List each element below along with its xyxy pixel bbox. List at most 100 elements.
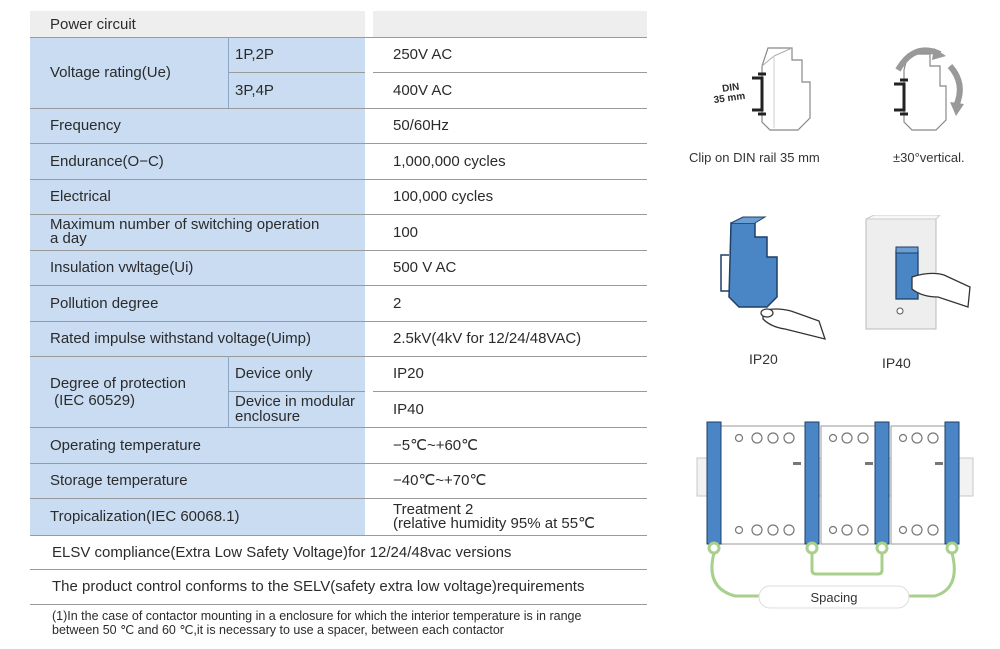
value-label: 1,000,000 cycles — [393, 152, 506, 170]
value-label: 2 — [393, 294, 402, 312]
footnote-line1: (1)In the case of contactor mounting in … — [52, 609, 582, 623]
value-label: 2.5kV(4kV for 12/24/48VAC) — [393, 330, 582, 347]
value-label-line2: (relative humidity 95% at 55℃ — [393, 514, 595, 532]
value-label: 100,000 cycles — [393, 188, 494, 205]
value-operating-temp: −5℃~+60℃ — [373, 427, 647, 463]
value-electrical: 100,000 cycles — [373, 179, 647, 214]
param-column — [30, 37, 365, 535]
sub-label: 1P,2P — [235, 46, 274, 63]
sub-label: Device only — [235, 365, 313, 382]
row-divider — [30, 108, 647, 109]
value-max-switching: 100 — [373, 214, 647, 250]
table-header-value — [373, 11, 647, 37]
param-label: Storage temperature — [50, 472, 188, 489]
row-divider — [373, 72, 647, 73]
elsv-compliance-row: ELSV compliance(Extra Low Safety Voltage… — [30, 535, 647, 569]
spacing-figure: Spacing — [695, 418, 975, 618]
param-label-line1: Degree of protection — [50, 374, 186, 392]
spacing-label: Spacing — [810, 590, 858, 605]
value-label: 400V AC — [393, 81, 453, 99]
row-divider — [30, 569, 647, 570]
ip40-illustration — [865, 214, 971, 330]
value-storage-temp: −40℃~+70℃ — [373, 463, 647, 498]
param-pollution: Pollution degree — [30, 285, 365, 321]
param-label-line1: Maximum number of switching operation — [50, 216, 320, 233]
param-frequency: Frequency — [30, 108, 365, 143]
table-header: Power circuit — [30, 11, 365, 37]
value-impulse: 2.5kV(4kV for 12/24/48VAC) — [373, 321, 647, 356]
param-label: Endurance(O−C) — [50, 152, 164, 170]
param-protection: Degree of protection (IEC 60529) — [30, 356, 228, 427]
param-label: Insulation vwltage(Ui) — [50, 259, 194, 276]
value-insulation: 500 V AC — [373, 250, 647, 285]
value-label: −40℃~+70℃ — [393, 472, 487, 489]
param-voltage-rating: Voltage rating(Ue) — [30, 37, 228, 108]
sub-device-only: Device only — [228, 356, 365, 391]
row-divider — [30, 37, 647, 38]
value-label-line1: Treatment 2 — [393, 500, 474, 518]
param-label-line2: (IEC 60529) — [50, 391, 136, 409]
col-divider — [228, 356, 229, 427]
ip20-caption: IP20 — [749, 351, 778, 367]
tilt-caption: ±30°vertical. — [893, 150, 965, 165]
param-insulation: Insulation vwltage(Ui) — [30, 250, 365, 285]
param-label: Operating temperature — [50, 436, 201, 454]
param-storage-temp: Storage temperature — [30, 463, 365, 498]
value-label: 100 — [393, 223, 419, 241]
value-label: IP40 — [393, 400, 424, 418]
param-label: Electrical — [50, 188, 111, 205]
param-max-switching: Maximum number of switching operation a … — [30, 214, 365, 250]
din-rail-caption: Clip on DIN rail 35 mm — [689, 150, 820, 165]
row-divider — [30, 179, 647, 180]
tilt-illustration — [894, 47, 964, 131]
full-row-text: The product control conforms to the SELV… — [52, 578, 585, 595]
sub-label: 3P,4P — [235, 81, 274, 99]
row-divider — [30, 321, 647, 322]
sub-1p2p: 1P,2P — [228, 37, 365, 72]
param-label-line2: a day — [50, 230, 87, 247]
row-divider — [30, 498, 647, 499]
row-divider — [30, 356, 647, 357]
param-impulse: Rated impulse withstand voltage(Uimp) — [30, 321, 365, 356]
din-rail-figure: DIN 35 mm Clip on DIN rail 35 mm — [689, 40, 850, 165]
value-label: 50/60Hz — [393, 117, 449, 134]
value-frequency: 50/60Hz — [373, 108, 647, 143]
row-divider — [30, 285, 647, 286]
value-label: IP20 — [393, 365, 424, 382]
ip20-illustration — [720, 216, 826, 340]
row-divider — [228, 391, 365, 392]
value-label: 250V AC — [393, 46, 453, 63]
value-250v: 250V AC — [373, 37, 647, 72]
row-divider — [30, 604, 647, 605]
param-electrical: Electrical — [30, 179, 365, 214]
value-pollution: 2 — [373, 285, 647, 321]
param-label: Voltage rating(Ue) — [50, 64, 171, 81]
row-divider — [30, 143, 647, 144]
param-label: Pollution degree — [50, 294, 159, 312]
value-tropicalization: Treatment 2 (relative humidity 95% at 55… — [373, 498, 647, 535]
selv-conformity-row: The product control conforms to the SELV… — [30, 569, 647, 604]
ip40-figure: IP40 — [860, 214, 980, 375]
sub-label-line1: Device in modular — [235, 393, 356, 410]
value-label: 500 V AC — [393, 259, 457, 276]
param-operating-temp: Operating temperature — [30, 427, 365, 463]
row-divider — [30, 214, 647, 215]
ip40-caption: IP40 — [882, 355, 911, 371]
param-tropicalization: Tropicalization(IEC 60068.1) — [30, 498, 365, 535]
col-divider — [228, 37, 229, 108]
param-label: Rated impulse withstand voltage(Uimp) — [50, 330, 311, 347]
spacing-illustration — [696, 421, 974, 609]
row-divider — [30, 463, 647, 464]
row-divider — [30, 250, 647, 251]
sub-device-enclosure: Device in modular enclosure — [228, 391, 365, 427]
row-divider — [30, 427, 647, 428]
row-divider — [373, 391, 647, 392]
value-ip40: IP40 — [373, 391, 647, 427]
sub-label-line2: enclosure — [235, 408, 301, 425]
value-400v: 400V AC — [373, 72, 647, 108]
value-label: −5℃~+60℃ — [393, 436, 478, 454]
row-divider — [30, 535, 647, 536]
table-header-label: Power circuit — [50, 15, 136, 33]
value-ip20: IP20 — [373, 356, 647, 391]
din-rail-illustration — [752, 47, 811, 131]
